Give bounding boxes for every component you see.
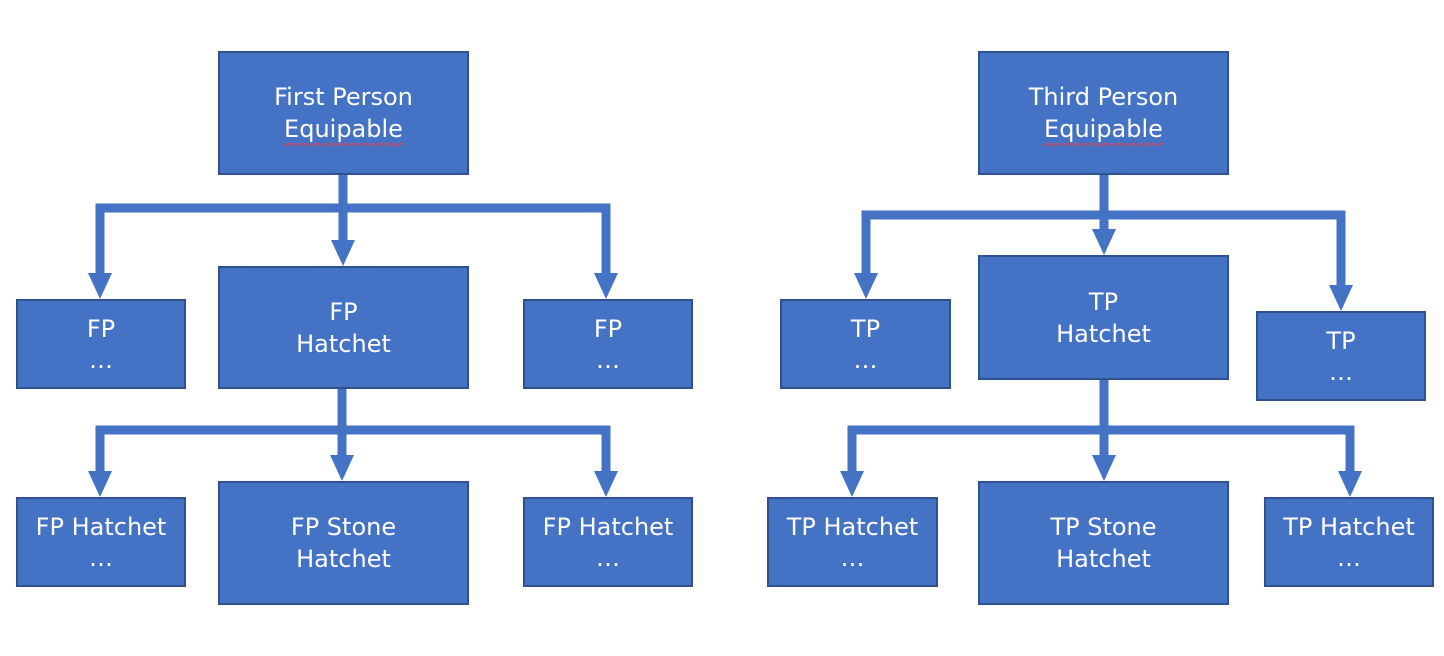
- connector-fp-middle-to-child-1: [95, 389, 347, 475]
- arrowhead-fp-child-2: [330, 455, 354, 481]
- node-label-line1: TP Stone: [1050, 513, 1157, 541]
- node-label-line1: FP Hatchet: [35, 513, 167, 541]
- node-fp-hatchet-other-left: FP Hatchet …: [16, 497, 186, 587]
- arrowhead-fp-middle: [331, 240, 355, 266]
- node-label-line1: FP: [86, 315, 116, 343]
- arrowhead-tp-child-1: [840, 471, 864, 497]
- node-label-line1: Third Person: [1028, 83, 1179, 111]
- node-label-line1: TP: [850, 315, 881, 343]
- node-fp-hatchet-other-right: FP Hatchet …: [523, 497, 693, 587]
- node-tp-hatchet-other-left: TP Hatchet …: [767, 497, 938, 587]
- node-tp-stone-hatchet: TP Stone Hatchet: [978, 481, 1229, 605]
- connector-fp-root-to-left: [95, 175, 348, 277]
- arrowhead-tp-child-3: [1338, 471, 1362, 497]
- node-label-line2: Hatchet: [296, 545, 391, 573]
- connector-tp-middle-to-child-1: [847, 380, 1109, 475]
- node-fp-hatchet: FP Hatchet: [218, 266, 469, 389]
- node-label-line1: FP: [593, 315, 623, 343]
- node-label-line2: …: [1337, 544, 1361, 572]
- arrowhead-tp-child-2: [1092, 455, 1116, 481]
- arrowhead-fp-child-3: [594, 471, 618, 497]
- node-label-line2: Hatchet: [1056, 319, 1151, 348]
- node-label-line2: …: [89, 346, 113, 374]
- node-label-line1: TP Hatchet: [1283, 513, 1415, 541]
- node-label-line1: TP: [1326, 327, 1356, 355]
- node-third-person-equipable: Third Person Equipable: [978, 51, 1229, 175]
- node-label-line2: Equipable: [284, 115, 403, 143]
- node-label-line2: Hatchet: [1056, 545, 1151, 573]
- node-label-line2: …: [1329, 358, 1353, 386]
- node-label-line1: First Person: [274, 83, 413, 111]
- node-fp-other-right: FP …: [523, 299, 693, 389]
- node-label-line1: TP Hatchet: [786, 513, 919, 541]
- node-label-line2: Equipable: [1044, 115, 1163, 143]
- node-tp-hatchet: TP Hatchet: [978, 255, 1229, 380]
- arrowhead-tp-right: [1329, 285, 1353, 311]
- node-first-person-equipable: First Person Equipable: [218, 51, 469, 175]
- node-label-line2: …: [853, 346, 878, 374]
- connector-tp-middle-to-child-3: [1104, 425, 1355, 475]
- node-label-line1: FP: [329, 297, 358, 326]
- connector-tp-root-to-right: [1104, 210, 1346, 289]
- node-label-line1: TP: [1088, 287, 1119, 316]
- node-label-line2: …: [89, 544, 113, 572]
- arrowhead-tp-middle: [1092, 229, 1116, 255]
- node-fp-other-left: FP …: [16, 299, 186, 389]
- node-tp-other-left: TP …: [780, 299, 951, 389]
- node-fp-stone-hatchet: FP Stone Hatchet: [218, 481, 469, 605]
- node-label-line1: FP Hatchet: [542, 513, 674, 541]
- node-tp-hatchet-other-right: TP Hatchet …: [1264, 497, 1434, 587]
- node-label-line2: …: [840, 544, 865, 572]
- connector-fp-root-to-right: [343, 203, 611, 277]
- arrowhead-fp-child-1: [88, 471, 112, 497]
- node-label-line2: Hatchet: [296, 329, 391, 358]
- arrowhead-tp-left: [854, 273, 878, 299]
- node-label-line2: …: [596, 346, 620, 374]
- node-label-line1: FP Stone: [290, 513, 397, 541]
- arrowhead-fp-right: [594, 273, 618, 299]
- node-tp-other-right: TP …: [1256, 311, 1426, 401]
- arrowhead-fp-left: [88, 273, 112, 299]
- node-label-line2: …: [596, 544, 620, 572]
- connector-fp-middle-to-child-3: [342, 425, 611, 475]
